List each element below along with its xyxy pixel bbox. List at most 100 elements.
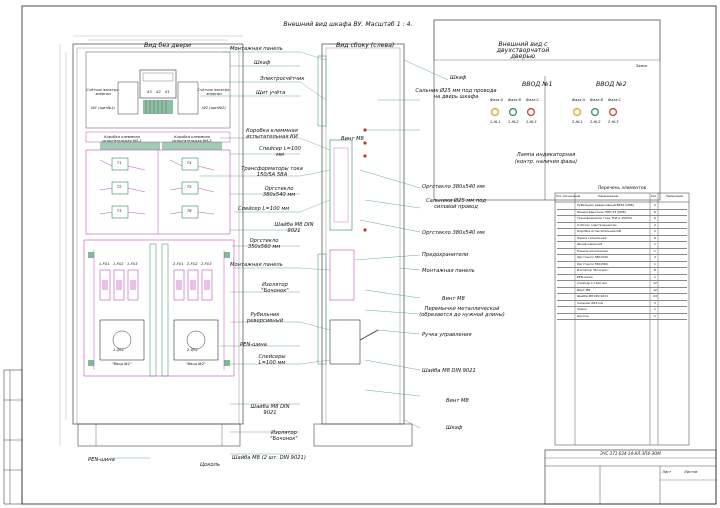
- input-1-title: ВВОД №1: [522, 81, 553, 88]
- callout-test-box: Коробка клеммная испытательная КИ: [246, 128, 298, 140]
- lamp2-b-id: 2-HL2: [590, 120, 601, 124]
- meter-right-sub: W2 (щит№2): [202, 106, 226, 110]
- spec-header-qty: Кол.: [651, 195, 657, 198]
- spec-row-name: Рубильник реверсивный ВР32 (ИЭК): [577, 203, 635, 207]
- lamp1-a-label: Фаза A: [490, 98, 504, 102]
- lamp1-b-label: Фаза B: [508, 98, 522, 102]
- callout-fuses: Предохранители: [422, 252, 469, 258]
- callout-mount-panel-1: Монтажная панель: [230, 46, 283, 52]
- callout-screw-2: Винт М8: [442, 296, 465, 302]
- transformer-t1: T1: [117, 161, 122, 165]
- spec-row-qty: 8: [654, 268, 656, 272]
- meter-phase-a3: A3: [147, 90, 152, 94]
- spec-header-note: Примечание: [666, 195, 683, 198]
- spec-row-qty: 1: [654, 248, 656, 253]
- stamp-sheet-label: Лист: [662, 470, 672, 474]
- view-label-side: Вид сбоку (слева): [336, 42, 395, 49]
- callout-spacer-2: Спейсер L=100 мм: [238, 206, 290, 212]
- breaker-left-sub: "Ввод №1": [112, 362, 132, 366]
- fuse-1fu3: 1-FU3: [127, 262, 138, 266]
- lamp2-a-label: Фаза A: [572, 98, 586, 102]
- spec-row-qty: 12: [653, 281, 657, 285]
- spec-row-qty: 3: [654, 300, 656, 305]
- callout-cabinet-1: Шкаф: [254, 60, 271, 66]
- lamp1-c-id: 1-HL3: [526, 120, 537, 124]
- transformer-t3: T3: [117, 209, 122, 213]
- breaker-right-label: 2-QS1: [187, 348, 198, 352]
- spec-row: Лампа сигнальная 6: [557, 236, 687, 243]
- input-2-title: ВВОД №2: [596, 81, 627, 88]
- spec-row-name: Лампа сигнальная: [577, 235, 607, 240]
- spec-row-qty: 1: [654, 242, 656, 246]
- callout-glands-power: Сальники Ø25 мм под силовой провод: [425, 198, 487, 210]
- meter-left-sub: W1 (щит№1): [91, 106, 115, 110]
- view-label-front: Вид без двери: [144, 42, 192, 49]
- callout-right-cabinet-2: Шкаф: [446, 425, 463, 431]
- indicator-lamp: [526, 107, 535, 116]
- spec-row: Оргстекло 350x560 1: [557, 262, 687, 269]
- spec-row-name: Коробка испытательная КИ: [577, 229, 621, 233]
- callout-right-plexiglass-1: Оргстекло 380x540 мм: [422, 184, 485, 190]
- spec-row-name: Оргстекло 380x540: [577, 255, 608, 259]
- spec-row-qty: 6: [654, 235, 656, 240]
- fuse-2fu1: 2-FU1: [173, 262, 184, 266]
- callout-screw-3: Винт М8: [446, 398, 469, 404]
- indicator-lamp: [509, 107, 518, 116]
- spec-row-qty: 1: [654, 261, 656, 266]
- spec-row-name: Предохранитель ППН-33 (ИЭК): [577, 209, 627, 214]
- lamp2-a-id: 2-HL1: [572, 120, 583, 124]
- test-box-right-label: Коробка клеммная испытательная КИ-2: [172, 135, 212, 144]
- fuse-2fu3: 2-FU3: [201, 262, 212, 266]
- fuse-1fu2: 1-FU2: [113, 262, 124, 266]
- spec-row-qty: 2: [654, 203, 656, 207]
- spec-row-qty: 24: [653, 294, 657, 298]
- spec-row-name: Шкаф навесной: [577, 242, 603, 246]
- fuse-2fu2: 2-FU2: [187, 262, 198, 266]
- callout-pen-bus: PEN-шина: [240, 342, 267, 348]
- spec-header-name: Наименование: [598, 195, 619, 198]
- breaker-left-label: 1-QS1: [113, 348, 124, 352]
- spec-row: Шкаф навесной 1: [557, 242, 687, 249]
- indicator-lamp: [572, 107, 581, 116]
- indicator-lamp: [590, 107, 599, 116]
- callout-spacer-1: Спейсер L=100 мм: [259, 146, 301, 158]
- callout-meter: Электросчётчик: [260, 76, 305, 82]
- callout-mount-panel-2: Монтажная панель: [230, 262, 283, 268]
- lamp1-b-id: 1-HL2: [508, 120, 519, 124]
- spec-row-name: PEN-шина: [577, 274, 593, 279]
- spec-row-qty: 2: [654, 229, 656, 233]
- spec-title: Перечень элементов: [597, 186, 647, 191]
- spec-row-qty: 6: [654, 209, 656, 214]
- lock-label: Замок: [636, 64, 648, 68]
- indicator-lamp: [608, 107, 617, 116]
- test-box-left-label: Коробка клеммная испытательная КИ-1: [102, 135, 142, 144]
- transformer-t2: T2: [117, 185, 122, 189]
- callout-current-transformers: Трансформаторы тока 150/5А 5ВА: [241, 166, 303, 178]
- lamp1-c-label: Фаза C: [526, 98, 540, 102]
- lamp2-c-id: 2-HL3: [608, 120, 619, 124]
- spec-row: Рубильник реверсивный ВР32 (ИЭК) 2: [557, 203, 687, 210]
- spec-row: Коробка испытательная КИ 2: [557, 229, 687, 236]
- spec-row: Предохранитель ППН-33 (ИЭК) 6: [557, 210, 687, 217]
- spec-row-name: Оргстекло 350x560: [577, 261, 608, 266]
- fuse-1fu1: 1-FU1: [99, 262, 110, 266]
- spec-row-name: Шайба М8 DIN 9021: [577, 294, 609, 298]
- callout-metering-board: Щит учёта: [256, 90, 286, 96]
- spec-row-name: Цоколь: [577, 313, 589, 318]
- spec-row-name: Сальник Ø25 мм: [577, 300, 603, 305]
- callout-handle: Ручка управления: [422, 332, 472, 338]
- callout-right-plexiglass-2: Оргстекло 380x540 мм: [422, 230, 485, 236]
- spec-row-qty: 1: [654, 274, 656, 279]
- spec-row-qty: 1: [654, 307, 656, 311]
- meter-phase-x1: X1: [165, 90, 170, 94]
- callout-washer-1: Шайба М8 DIN 9021: [274, 222, 314, 234]
- lamp2-c-label: Фаза C: [608, 98, 622, 102]
- callout-screw-1: Винт М8: [341, 136, 364, 142]
